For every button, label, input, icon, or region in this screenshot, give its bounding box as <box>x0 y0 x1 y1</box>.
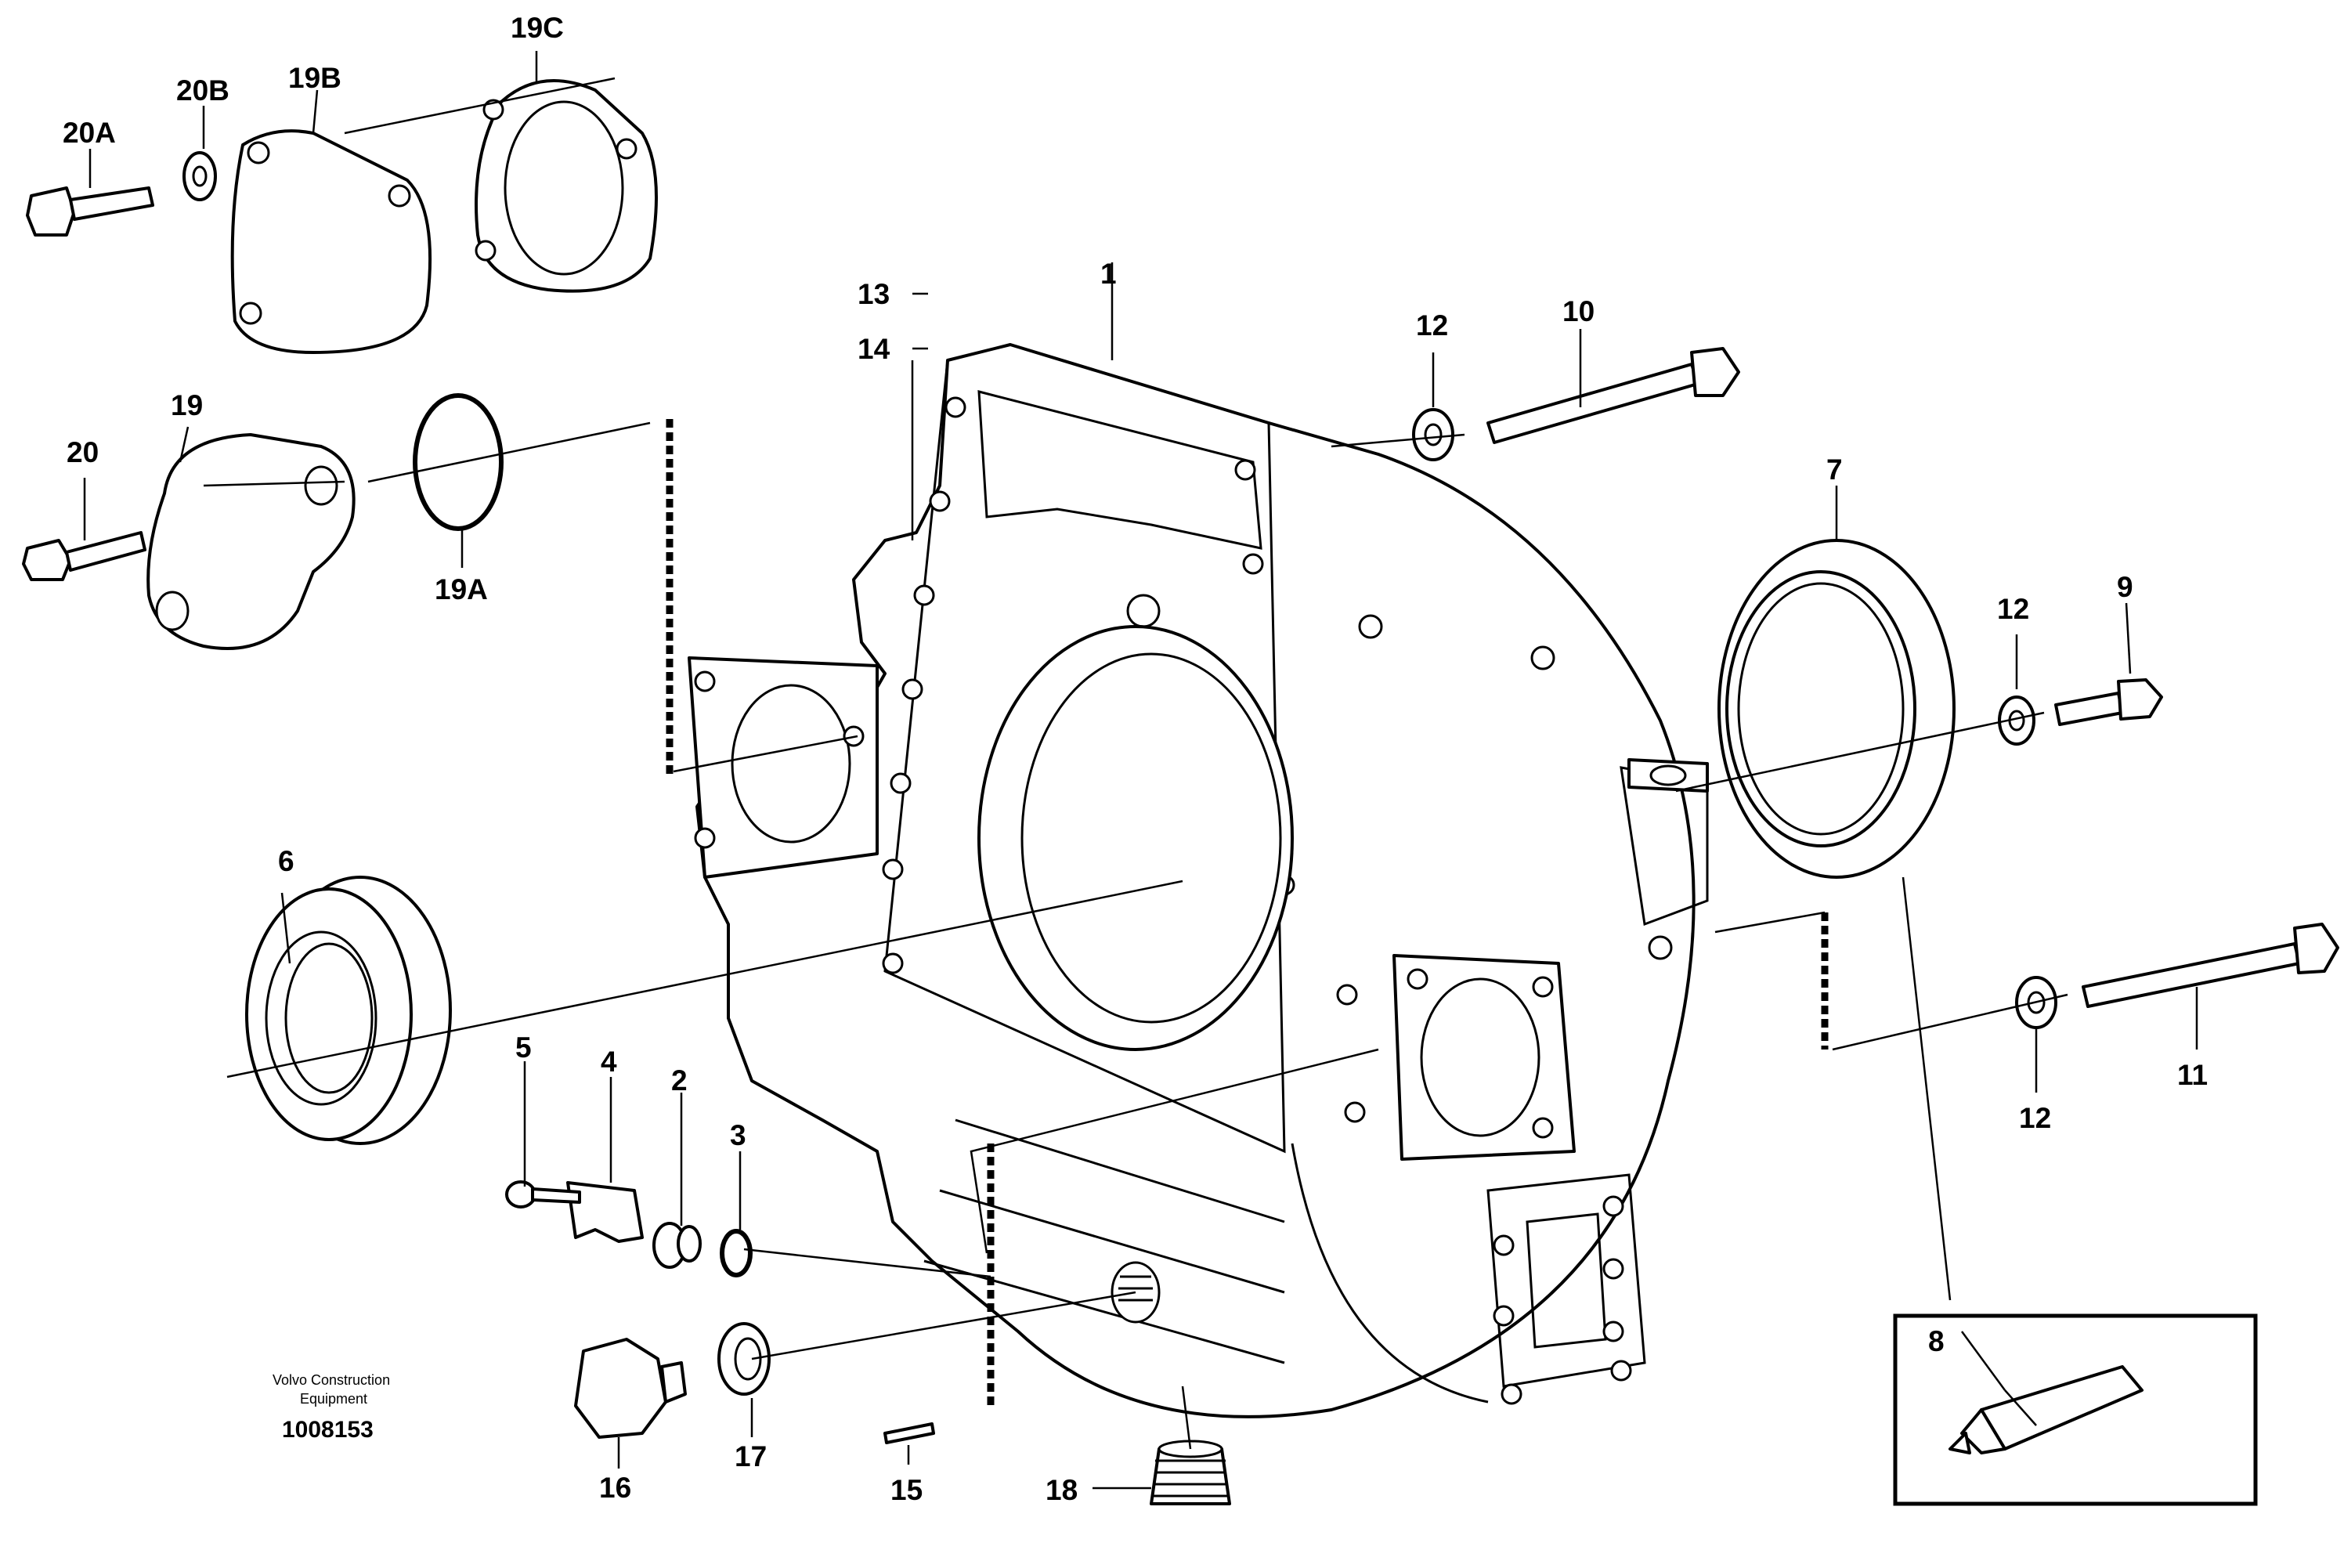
plug-2 <box>652 1222 702 1269</box>
bolt-20a <box>26 186 154 237</box>
callout-6: 6 <box>278 845 294 877</box>
o-ring-19a <box>413 393 504 531</box>
credit-line-1: Volvo Construction <box>273 1372 390 1388</box>
plug-16 <box>574 1338 687 1439</box>
callout-11: 11 <box>2177 1059 2208 1091</box>
callout-18: 18 <box>1046 1474 1078 1506</box>
callout-1: 1 <box>1100 258 1117 290</box>
callout-19: 19 <box>171 389 203 421</box>
seal-ring-3 <box>720 1229 753 1277</box>
callout-5: 5 <box>515 1031 532 1064</box>
callout-10: 10 <box>1562 295 1595 327</box>
callout-20b: 20B <box>176 74 229 107</box>
callout-14: 14 <box>858 333 890 365</box>
leader-lines <box>203 77 2068 1450</box>
bolt-9 <box>2054 678 2163 726</box>
credit-block: Volvo Construction Equipment 1008153 <box>273 1372 390 1443</box>
washer-12-top <box>1412 408 1454 461</box>
callout-7: 7 <box>1826 453 1843 486</box>
bolt-20 <box>22 531 146 581</box>
callout-19c: 19C <box>511 12 564 44</box>
bolt-5 <box>505 1180 581 1209</box>
strainer-18 <box>1150 1440 1231 1505</box>
cover-19 <box>146 433 356 650</box>
callout-13: 13 <box>858 278 890 310</box>
callout-12-top: 12 <box>1416 309 1448 341</box>
callout-labels: 1 13 14 12 10 7 12 9 11 12 8 6 5 4 2 3 1… <box>63 12 2208 1506</box>
callout-3: 3 <box>730 1119 746 1151</box>
cover-plate-19b <box>230 129 432 354</box>
callout-4: 4 <box>601 1046 617 1078</box>
callout-12-bottom: 12 <box>2019 1102 2051 1134</box>
callout-8: 8 <box>1928 1325 1945 1357</box>
callout-16: 16 <box>599 1472 631 1504</box>
pin-15 <box>883 1422 935 1444</box>
callout-pointers <box>83 51 2198 1490</box>
callout-19b: 19B <box>288 62 341 94</box>
sealant-inset <box>1893 1313 2258 1506</box>
callout-2: 2 <box>671 1064 688 1097</box>
washer-20b <box>182 151 217 201</box>
callout-15: 15 <box>890 1474 923 1506</box>
callout-20: 20 <box>67 436 99 468</box>
bolt-10 <box>1486 347 1740 444</box>
document-number: 1008153 <box>282 1417 374 1443</box>
rear-seal-7 <box>1717 539 1956 879</box>
flywheel-housing <box>688 343 1709 1418</box>
callout-17: 17 <box>735 1440 767 1472</box>
bolt-11 <box>2082 923 2339 1008</box>
callout-9: 9 <box>2117 571 2133 603</box>
callout-19a: 19A <box>435 573 488 605</box>
credit-line-2: Equipment <box>300 1391 367 1407</box>
bracket-4 <box>566 1181 644 1243</box>
callout-20a: 20A <box>63 117 116 149</box>
callout-12-mid: 12 <box>1997 593 2029 625</box>
crank-seal-6 <box>245 876 452 1145</box>
cover-gasket-19c <box>475 79 658 293</box>
washer-17 <box>717 1322 771 1396</box>
